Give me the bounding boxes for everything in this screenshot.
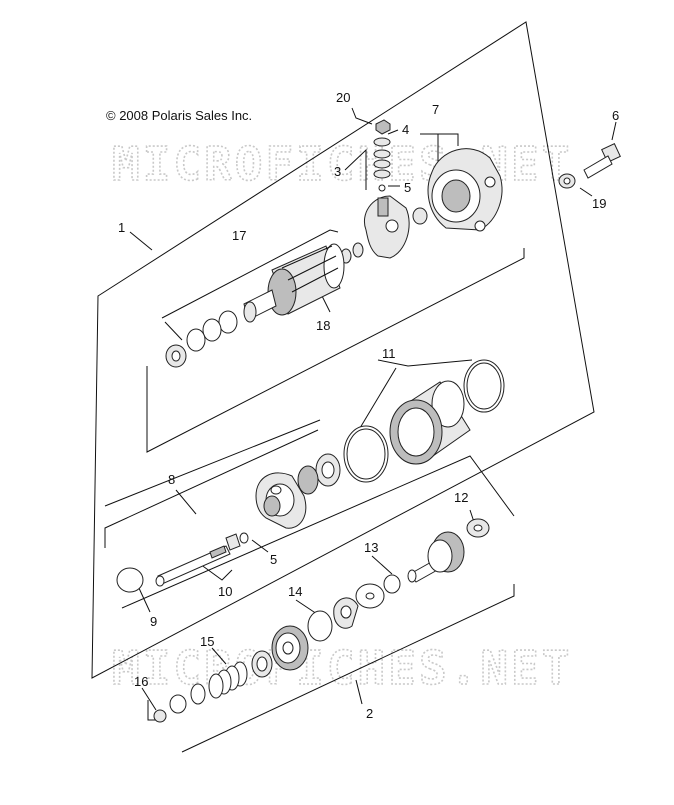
group-2-line-bottom bbox=[181, 584, 515, 753]
callout-8: 8 bbox=[168, 472, 175, 487]
callout-16: 16 bbox=[134, 674, 148, 689]
part-end-housing-7 bbox=[427, 148, 503, 232]
part-washer-12 bbox=[466, 518, 490, 538]
callout-4: 4 bbox=[402, 122, 409, 137]
leader-5-bottom bbox=[251, 539, 269, 553]
part-clutch-gear bbox=[271, 625, 309, 671]
housing-group-bracket bbox=[146, 248, 525, 453]
callout-9: 9 bbox=[150, 614, 157, 629]
leader-2 bbox=[355, 679, 363, 705]
part-spring-15 bbox=[208, 661, 248, 699]
leader-15 bbox=[211, 647, 227, 665]
copyright-notice: © 2008 Polaris Sales Inc. bbox=[106, 108, 253, 123]
leader-13 bbox=[371, 555, 393, 575]
leader-20 bbox=[351, 107, 373, 125]
callout-5-top: 5 bbox=[404, 180, 411, 195]
callout-13: 13 bbox=[364, 540, 378, 555]
leader-18 bbox=[321, 295, 331, 313]
part-oring-5 bbox=[239, 532, 249, 544]
part-washer-f bbox=[190, 683, 206, 705]
part-bolt-6 bbox=[583, 143, 621, 179]
leader-17a bbox=[164, 321, 183, 341]
part-bearing bbox=[297, 453, 341, 495]
part-washer-c bbox=[218, 310, 238, 334]
leader-19 bbox=[579, 187, 593, 197]
part-sleeve bbox=[251, 650, 273, 678]
callout-10: 10 bbox=[218, 584, 232, 599]
part-pinion-gear bbox=[407, 531, 465, 583]
part-flat-washer bbox=[355, 583, 385, 609]
leader-9 bbox=[137, 585, 151, 613]
part-shaft-10 bbox=[155, 533, 241, 587]
leader-7 bbox=[420, 133, 459, 146]
leader-16 bbox=[141, 687, 157, 711]
callout-2: 2 bbox=[366, 706, 373, 721]
callout-11: 11 bbox=[382, 346, 396, 361]
group-8-line-bottom bbox=[121, 455, 515, 609]
leader-10 bbox=[199, 563, 233, 581]
callout-3: 3 bbox=[334, 164, 341, 179]
part-lock-plate bbox=[165, 344, 187, 368]
part-cover-9 bbox=[116, 567, 144, 593]
part-washer-b bbox=[352, 242, 364, 258]
part-yoke-11 bbox=[343, 359, 505, 483]
watermark-bottom: MICROFICHES.NET bbox=[112, 641, 572, 695]
part-washer-e bbox=[186, 328, 206, 352]
callout-12: 12 bbox=[454, 490, 468, 505]
callout-5-bottom: 5 bbox=[270, 552, 277, 567]
leader-1 bbox=[129, 231, 153, 251]
leader-11 bbox=[377, 359, 473, 367]
callout-1: 1 bbox=[118, 220, 125, 235]
leader-17 bbox=[161, 229, 339, 319]
part-nut-16 bbox=[153, 709, 167, 723]
callout-14: 14 bbox=[288, 584, 302, 599]
part-brush-plate bbox=[364, 195, 410, 259]
part-drive-housing-8 bbox=[255, 472, 307, 529]
leader-6 bbox=[611, 121, 617, 141]
callout-15: 15 bbox=[200, 634, 214, 649]
callout-18: 18 bbox=[316, 318, 330, 333]
callout-7: 7 bbox=[432, 102, 439, 117]
leader-4 bbox=[387, 129, 399, 135]
group-8-line-top bbox=[104, 419, 321, 507]
part-washer-d bbox=[202, 318, 222, 342]
part-stack-20-4-3 bbox=[373, 119, 391, 192]
watermark-top: MICROFICHES.NET bbox=[112, 137, 572, 191]
callout-6: 6 bbox=[612, 108, 619, 123]
part-bushing bbox=[412, 207, 428, 225]
assembly-outline bbox=[91, 21, 595, 679]
callout-17: 17 bbox=[232, 228, 246, 243]
leader-11b bbox=[359, 367, 397, 429]
leader-8 bbox=[175, 489, 197, 515]
part-armature-18 bbox=[243, 243, 345, 323]
callout-19: 19 bbox=[592, 196, 606, 211]
part-clutch-segments bbox=[333, 597, 359, 629]
part-snap-ring-13 bbox=[383, 574, 401, 594]
part-ring-14 bbox=[307, 610, 333, 642]
leader-3 bbox=[344, 148, 367, 190]
group-8-line-left bbox=[104, 429, 319, 548]
part-washer-g bbox=[169, 694, 187, 714]
callout-20: 20 bbox=[336, 90, 350, 105]
